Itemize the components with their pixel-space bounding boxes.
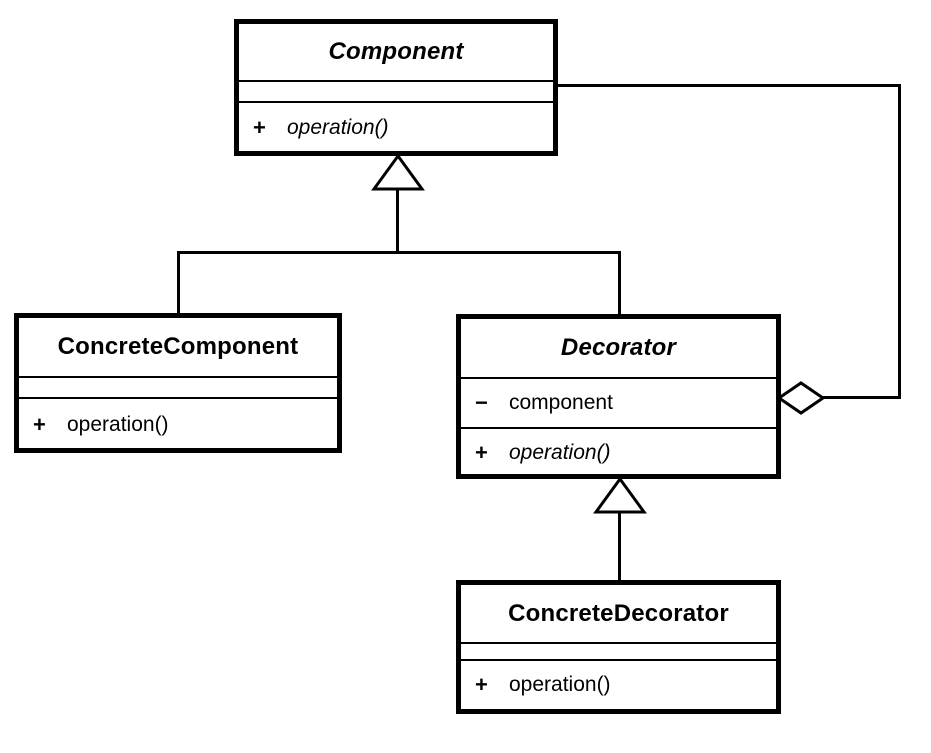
class-separator: [239, 101, 553, 103]
operations-compartment-concrete-component: + operation(): [19, 399, 337, 450]
aggregation-segment-top: [556, 84, 901, 87]
attributes-compartment-concrete-component: [19, 378, 337, 397]
generalization-stem-decorator: [618, 511, 621, 583]
visibility-marker: +: [253, 115, 266, 140]
class-separator: [19, 397, 337, 399]
aggregation-segment-bottom: [820, 396, 901, 399]
class-separator: [239, 80, 553, 82]
visibility-marker: +: [33, 411, 46, 437]
class-separator: [461, 377, 776, 379]
operation-label: operation(): [509, 440, 611, 464]
generalization-stem-component: [396, 188, 399, 254]
class-box-decorator[interactable]: Decorator − component + operation(): [456, 314, 781, 479]
attribute-label: component: [509, 391, 613, 414]
generalization-triangle-component-icon: [371, 154, 425, 191]
class-separator: [461, 427, 776, 429]
aggregation-diamond-icon: [778, 381, 824, 415]
aggregation-segment-right: [898, 84, 901, 398]
class-separator: [461, 642, 776, 644]
operation-label: operation(): [509, 673, 611, 696]
attributes-compartment-component: [239, 82, 553, 101]
operations-compartment-decorator: + operation(): [461, 429, 776, 476]
generalization-drop-concrete-component: [177, 251, 180, 315]
operation-label: operation(): [67, 412, 169, 436]
attributes-compartment-decorator: − component: [461, 379, 776, 427]
class-separator: [461, 659, 776, 661]
operations-compartment-component: + operation(): [239, 103, 553, 153]
operation-label: operation(): [287, 116, 389, 139]
attributes-compartment-concrete-decorator: [461, 644, 776, 659]
class-name-concrete-component: ConcreteComponent: [57, 333, 299, 360]
class-name-decorator: Decorator: [560, 334, 677, 361]
generalization-branch-bar: [177, 251, 621, 254]
visibility-marker: −: [475, 390, 488, 415]
generalization-drop-decorator: [618, 251, 621, 316]
class-box-component[interactable]: Component + operation(): [234, 19, 558, 156]
generalization-triangle-decorator-icon: [593, 477, 647, 514]
class-name-component: Component: [328, 38, 464, 65]
class-box-concrete-component[interactable]: ConcreteComponent + operation(): [14, 313, 342, 453]
class-separator: [19, 376, 337, 378]
operations-compartment-concrete-decorator: + operation(): [461, 661, 776, 709]
class-box-concrete-decorator[interactable]: ConcreteDecorator + operation(): [456, 580, 781, 714]
visibility-marker: +: [475, 439, 488, 465]
class-name-concrete-decorator: ConcreteDecorator: [508, 599, 729, 627]
visibility-marker: +: [475, 672, 488, 697]
